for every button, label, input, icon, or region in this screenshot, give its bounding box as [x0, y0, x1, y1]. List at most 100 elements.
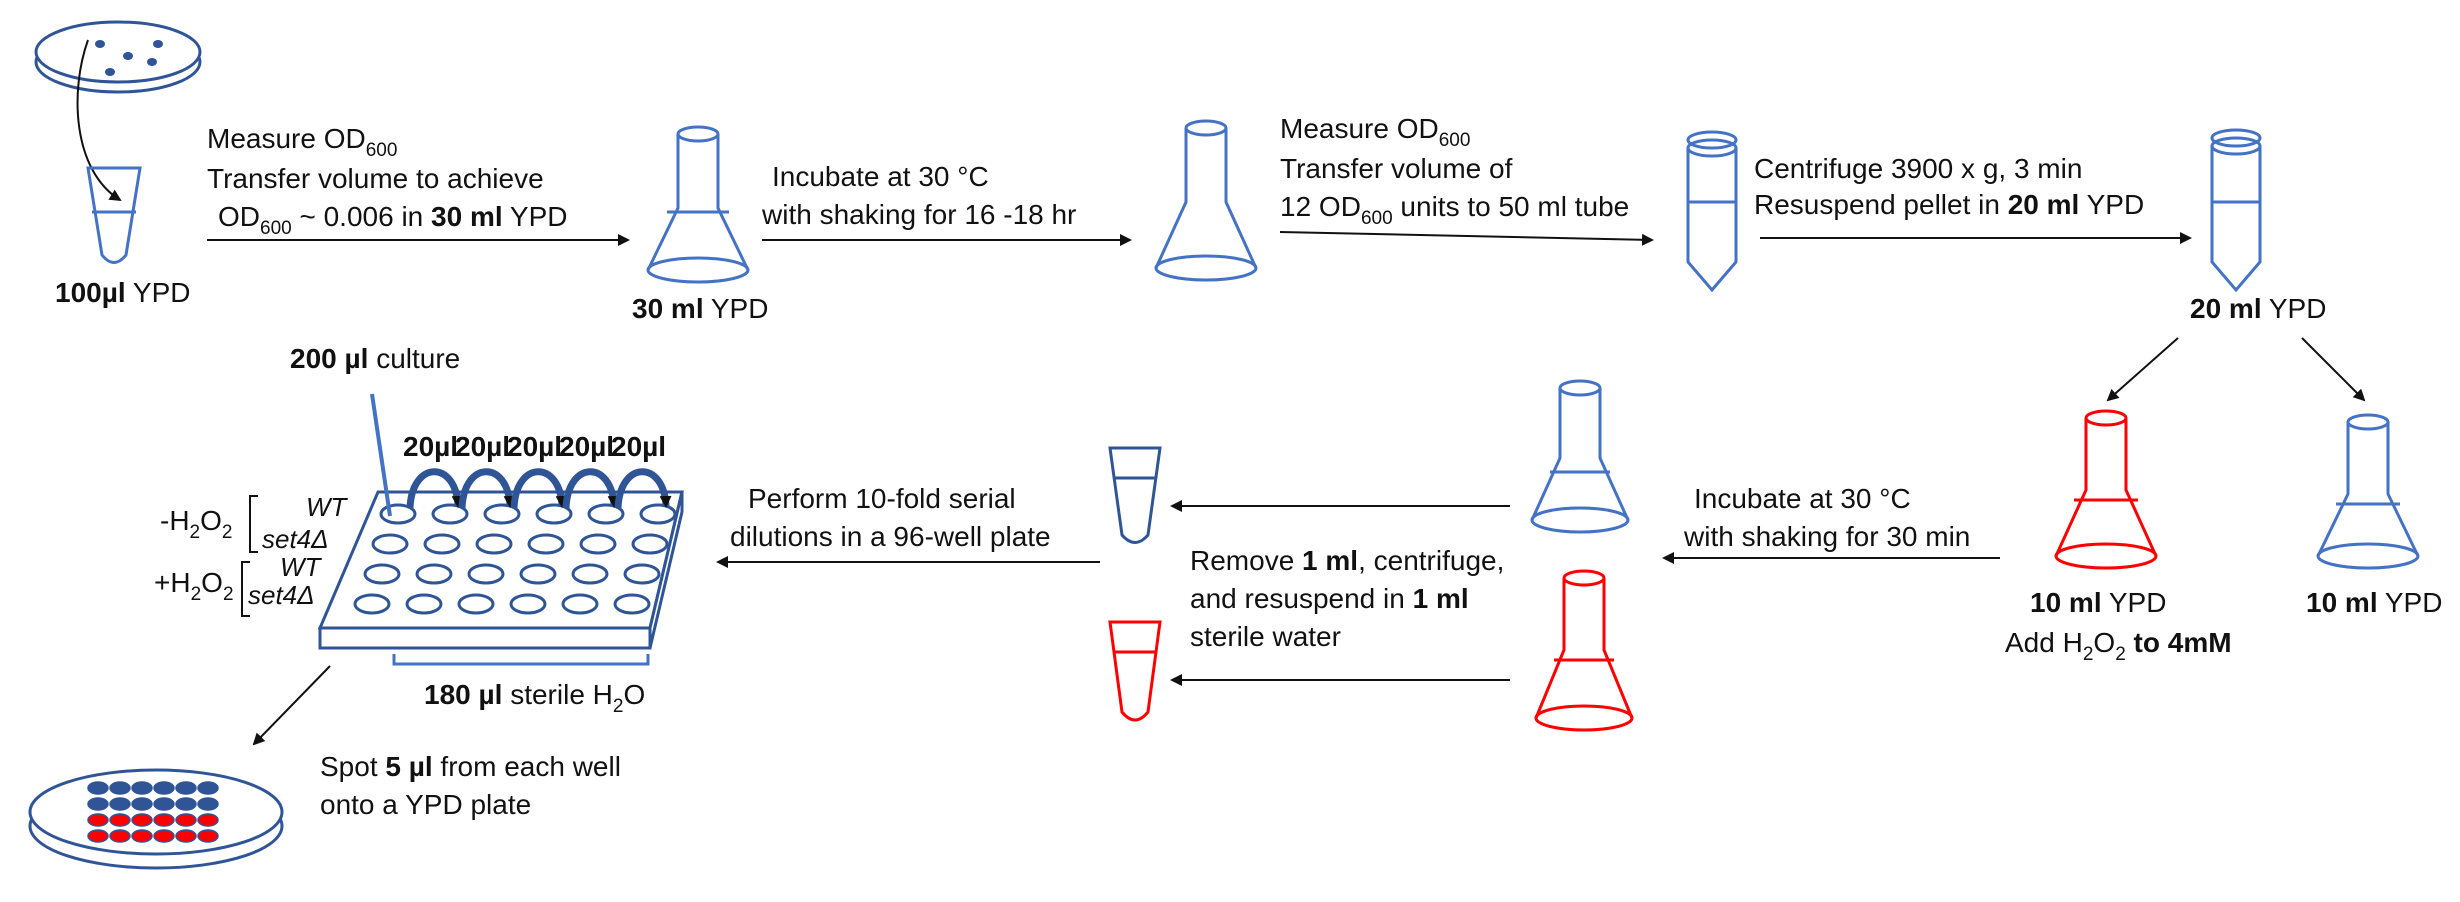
- svg-text:Incubate at 30 °C: Incubate at 30 °C: [1694, 483, 1911, 514]
- transfer-arc: [562, 468, 620, 509]
- water-bracket: [392, 654, 650, 666]
- svg-text:WT: WT: [306, 492, 349, 522]
- svg-text:WT: WT: [280, 552, 323, 582]
- pipette-line: [370, 393, 392, 517]
- spot-grid: [87, 781, 219, 843]
- spot: [109, 829, 131, 843]
- microtube-icon: [1108, 620, 1162, 722]
- svg-text:Transfer volume of: Transfer volume of: [1280, 153, 1513, 184]
- svg-text:set4Δ: set4Δ: [248, 580, 315, 610]
- step2-text: Incubate at 30 °C with shaking for 16 -1…: [761, 161, 1076, 230]
- well: [571, 563, 609, 585]
- transfer-arc: [458, 468, 516, 509]
- petri-dish-icon: [34, 20, 202, 94]
- microtube-icon: [1108, 446, 1162, 544]
- arrow-to-spot-plate: [252, 665, 331, 746]
- well: [405, 593, 443, 615]
- well-plate-icon: [317, 490, 684, 650]
- tube20-label: 20 ml YPD: [2190, 293, 2326, 324]
- spot: [131, 813, 153, 827]
- svg-text:12 OD600 units to 50 ml tube: 12 OD600 units to 50 ml tube: [1280, 191, 1629, 229]
- well: [639, 503, 677, 525]
- spot: [175, 829, 197, 843]
- spot: [131, 829, 153, 843]
- spot: [153, 797, 175, 811]
- row-labels: -H2O2 WT set4Δ +H2O2 WT set4Δ: [154, 492, 349, 617]
- transfer-label: 20µl: [611, 431, 666, 462]
- spot: [131, 797, 153, 811]
- arrow-step3: [1279, 231, 1654, 246]
- plate-wells: [353, 503, 677, 615]
- transfer-label: 20µl: [455, 431, 510, 462]
- well: [509, 593, 547, 615]
- svg-text:Remove 1 ml, centrifuge,: Remove 1 ml, centrifuge,: [1190, 545, 1504, 576]
- h2o2-label: Add H2O2 to 4mM: [2005, 627, 2232, 665]
- well: [371, 533, 409, 555]
- arrow-split-red: [2106, 337, 2179, 402]
- transfer-arc: [406, 468, 464, 509]
- svg-text:Perform 10-fold serial: Perform 10-fold serial: [748, 483, 1016, 514]
- spot: [87, 797, 109, 811]
- spot: [87, 813, 109, 827]
- flask-icon: [646, 125, 750, 284]
- spot: [175, 813, 197, 827]
- well: [431, 503, 469, 525]
- well: [613, 593, 651, 615]
- well: [519, 563, 557, 585]
- flask-icon: [1530, 379, 1630, 534]
- spot: [175, 797, 197, 811]
- svg-text:Transfer volume to achieve: Transfer volume to achieve: [207, 163, 544, 194]
- svg-text:and resuspend in 1 ml: and resuspend in 1 ml: [1190, 583, 1469, 614]
- flask-icon: [2316, 413, 2420, 570]
- svg-text:OD600 ~ 0.006 in 30 ml YPD: OD600 ~ 0.006 in 30 ml YPD: [218, 201, 568, 239]
- svg-text:dilutions in a 96-well plate: dilutions in a 96-well plate: [730, 521, 1051, 552]
- svg-text:-H2O2: -H2O2: [160, 505, 232, 543]
- well: [623, 563, 661, 585]
- svg-text:Spot 5 µl from each well: Spot 5 µl from each well: [320, 751, 621, 782]
- spotted-plate-icon: [28, 768, 284, 870]
- spot: [109, 813, 131, 827]
- well: [467, 563, 505, 585]
- arrow-split-blue: [2301, 337, 2366, 402]
- flask-icon: [1534, 569, 1634, 732]
- well: [457, 593, 495, 615]
- colony-pick-arrow: [76, 39, 122, 202]
- conical-tube-icon: [2210, 128, 2262, 293]
- transfer-label: 20µl: [403, 431, 458, 462]
- flask1-label: 30 ml YPD: [632, 293, 768, 324]
- microtube-label: 100µl YPD: [55, 277, 191, 308]
- well: [423, 533, 461, 555]
- transfer-arc: [614, 468, 672, 509]
- well: [353, 593, 391, 615]
- svg-text:+H2O2: +H2O2: [154, 567, 234, 605]
- spot: [175, 781, 197, 795]
- well: [535, 503, 573, 525]
- well: [483, 503, 521, 525]
- spot: [109, 781, 131, 795]
- well: [579, 533, 617, 555]
- water-label: 180 µl sterile H2O: [424, 679, 645, 717]
- spot: [109, 797, 131, 811]
- well: [587, 503, 625, 525]
- step1-text: Measure OD600 Transfer volume to achieve…: [207, 123, 568, 239]
- step3-text: Measure OD600 Transfer volume of 12 OD60…: [1280, 113, 1629, 229]
- step8-text: Spot 5 µl from each well onto a YPD plat…: [320, 751, 621, 820]
- well: [415, 563, 453, 585]
- svg-text:Measure OD600: Measure OD600: [1280, 113, 1470, 151]
- well: [631, 533, 669, 555]
- svg-text:Incubate at 30 °C: Incubate at 30 °C: [772, 161, 989, 192]
- microtube-icon: [86, 166, 142, 264]
- flask-icon: [1154, 119, 1258, 282]
- svg-text:Centrifuge 3900 x g, 3 min: Centrifuge 3900 x g, 3 min: [1754, 153, 2082, 184]
- step5-text: Incubate at 30 °C with shaking for 30 mi…: [1683, 483, 1970, 552]
- spot: [153, 829, 175, 843]
- spot: [87, 781, 109, 795]
- spot: [197, 797, 219, 811]
- well: [527, 533, 565, 555]
- spot: [131, 781, 153, 795]
- culture-label: 200 µl culture: [290, 343, 460, 374]
- red-flask-label: 10 ml YPD: [2030, 587, 2166, 618]
- svg-text:Resuspend pellet in 20 ml YPD: Resuspend pellet in 20 ml YPD: [1754, 189, 2144, 220]
- spot: [197, 829, 219, 843]
